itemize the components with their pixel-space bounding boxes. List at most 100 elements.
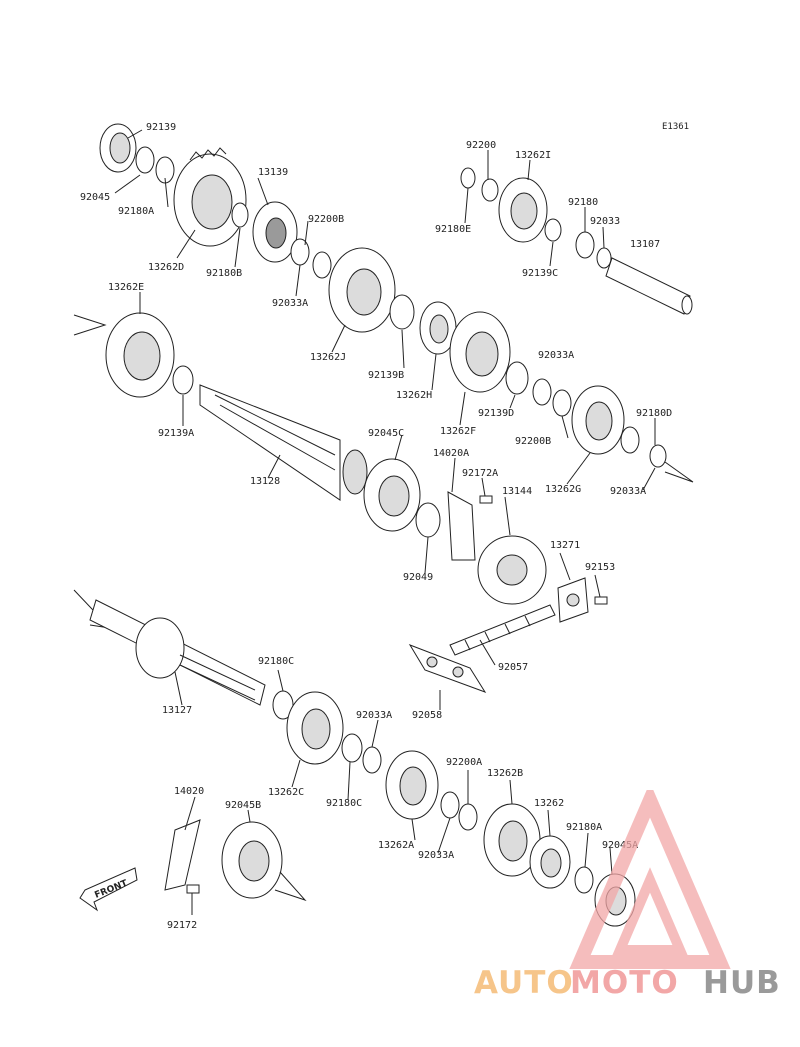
gear-13262d-drawing bbox=[173, 147, 247, 247]
watermark-word-3: HUB bbox=[703, 965, 781, 1000]
bolt-92153-drawing bbox=[594, 596, 608, 605]
part-label: 92180C bbox=[326, 798, 362, 809]
part-label: 14020A bbox=[433, 448, 469, 459]
gear-13262c-drawing bbox=[286, 691, 344, 765]
shaft-13107-drawing bbox=[605, 257, 693, 315]
part-label: 92049 bbox=[403, 572, 433, 583]
ring-92180b-drawing bbox=[231, 202, 249, 228]
gear-13262h-drawing bbox=[419, 301, 457, 355]
part-label: 13262A bbox=[378, 840, 414, 851]
part-label: 92033A bbox=[538, 350, 574, 361]
oring-92049-drawing bbox=[415, 502, 441, 538]
part-label: 92139A bbox=[158, 428, 194, 439]
collar-92139d-drawing bbox=[505, 361, 572, 417]
gear-13262f-drawing bbox=[449, 311, 511, 393]
washer-92180c-lower-drawing bbox=[341, 733, 382, 774]
gear-13262g-drawing bbox=[571, 385, 625, 455]
part-label: 92200B bbox=[308, 214, 344, 225]
part-label: 92058 bbox=[412, 710, 442, 721]
hub-13139-drawing bbox=[252, 201, 298, 263]
ring-92180d-drawing bbox=[620, 426, 694, 483]
part-label: 13144 bbox=[502, 486, 532, 497]
part-label: 92153 bbox=[585, 562, 615, 573]
part-label: 13262C bbox=[268, 787, 304, 798]
gear-13262e-drawing bbox=[73, 312, 175, 398]
part-label: 13262I bbox=[515, 150, 551, 161]
part-label: 13139 bbox=[258, 167, 288, 178]
part-label: 92139 bbox=[146, 122, 176, 133]
part-label: 92200 bbox=[466, 140, 496, 151]
washer-92200-drawing bbox=[460, 167, 499, 202]
part-label: 13262 bbox=[534, 798, 564, 809]
ring-92180a-lower-drawing bbox=[574, 866, 594, 894]
part-label: 92139C bbox=[522, 268, 558, 279]
ring-92200a-drawing bbox=[440, 791, 478, 831]
part-label: 92172A bbox=[462, 468, 498, 479]
part-label: 92033A bbox=[610, 486, 646, 497]
part-label: 92045A bbox=[602, 840, 638, 851]
part-label: 92045B bbox=[225, 800, 261, 811]
part-label: 92200B bbox=[515, 436, 551, 447]
bearing-92139-drawing bbox=[99, 123, 137, 173]
gear-13262-drawing bbox=[529, 835, 571, 889]
part-label: 92180C bbox=[258, 656, 294, 667]
diagram-code: E1361 bbox=[662, 122, 689, 132]
part-label: 92180 bbox=[568, 197, 598, 208]
part-label: 13262E bbox=[108, 282, 144, 293]
part-label: 92200A bbox=[446, 757, 482, 768]
bolt-92172a-drawing bbox=[479, 495, 493, 504]
shaft-13127-drawing bbox=[73, 589, 266, 706]
bearing-92045b-drawing bbox=[221, 821, 307, 902]
part-label: 13262F bbox=[440, 426, 476, 437]
watermark-word-2: MOTO bbox=[570, 965, 679, 1000]
seal-92045c-drawing bbox=[363, 458, 421, 532]
watermark-word-1: AUTO bbox=[474, 965, 574, 1000]
part-label: 92033A bbox=[418, 850, 454, 861]
bolt-92172-drawing bbox=[186, 884, 200, 894]
automotohub-watermark: AUTO MOTO HUB bbox=[474, 790, 781, 1000]
part-label: 92180A bbox=[566, 822, 602, 833]
gear-13262a-drawing bbox=[385, 750, 439, 820]
cover-13271-drawing bbox=[557, 577, 589, 623]
part-label: 13127 bbox=[162, 705, 192, 716]
part-label: 13262J bbox=[310, 352, 346, 363]
gear-13262j-drawing bbox=[328, 247, 396, 333]
part-label: 13107 bbox=[630, 239, 660, 250]
part-label: 92139D bbox=[478, 408, 514, 419]
collar-92139a-drawing bbox=[172, 365, 194, 395]
part-label: 92180B bbox=[206, 268, 242, 279]
front-arrow-icon: FRONT bbox=[79, 867, 138, 912]
part-label: 92045 bbox=[80, 192, 110, 203]
bearing-92139b-drawing bbox=[389, 294, 415, 330]
part-label: 92180A bbox=[118, 206, 154, 217]
gear-13262i-drawing bbox=[498, 177, 548, 243]
part-label: 92172 bbox=[167, 920, 197, 931]
part-label: 92033A bbox=[356, 710, 392, 721]
plate-14020a-drawing bbox=[447, 491, 476, 561]
part-label: 92045C bbox=[368, 428, 404, 439]
part-label: 92180D bbox=[636, 408, 672, 419]
part-label: 92033 bbox=[590, 216, 620, 227]
part-label: 13128 bbox=[250, 476, 280, 487]
sprocket-13144-drawing bbox=[477, 535, 547, 605]
link-92058-drawing bbox=[408, 644, 487, 693]
part-labels: 92139 92045 92180A 13262D 13139 92200B 9… bbox=[80, 122, 672, 931]
part-label: 13262G bbox=[545, 484, 581, 495]
part-label: 92139B bbox=[368, 370, 404, 381]
leader-lines bbox=[114, 129, 656, 915]
part-label: 92033A bbox=[272, 298, 308, 309]
part-label: 13262D bbox=[148, 262, 184, 273]
plate-14020-drawing bbox=[164, 819, 201, 891]
shaft-13128-drawing bbox=[199, 384, 368, 501]
triangle-logo-icon bbox=[569, 790, 731, 969]
part-label: 92057 bbox=[498, 662, 528, 673]
part-label: 14020 bbox=[174, 786, 204, 797]
collar-92200b-drawing bbox=[290, 238, 332, 279]
part-label: 13262B bbox=[487, 768, 523, 779]
part-label: 13262H bbox=[396, 390, 432, 401]
washer-92045-drawing bbox=[135, 146, 175, 184]
chain-92057-drawing bbox=[449, 604, 556, 656]
part-label: 92180E bbox=[435, 224, 471, 235]
